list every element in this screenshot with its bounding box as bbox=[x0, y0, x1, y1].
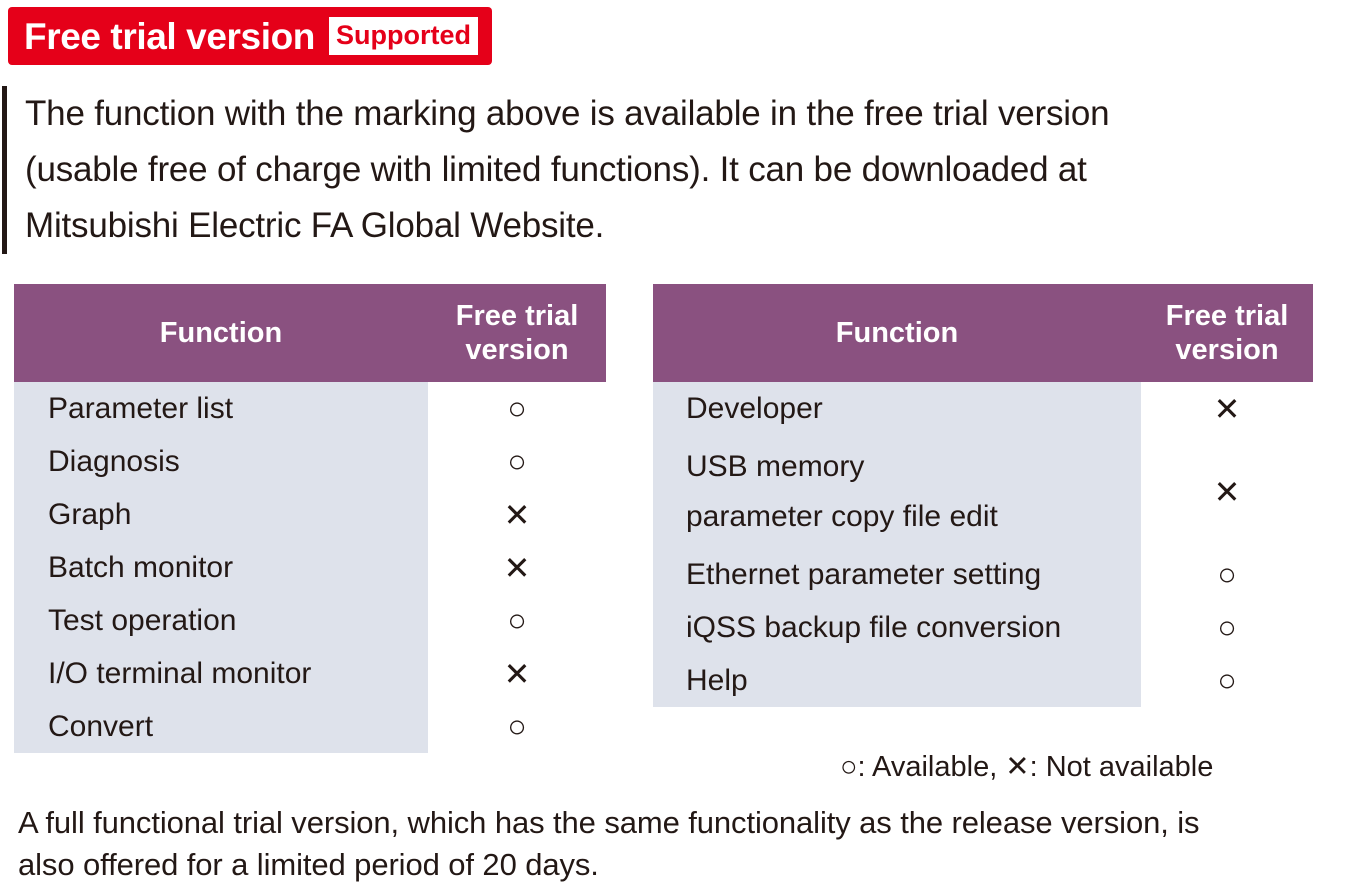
row-availability-mark: ○ bbox=[1141, 654, 1313, 707]
row-availability-mark: ✕ bbox=[1141, 435, 1313, 548]
table-row: Parameter list ○ bbox=[14, 382, 606, 435]
table-row: Test operation ○ bbox=[14, 594, 606, 647]
table-row: Diagnosis ○ bbox=[14, 435, 606, 488]
row-label: Developer bbox=[653, 382, 1141, 435]
table-left-header-row: Function Free trial version bbox=[14, 284, 606, 382]
column-header-free-trial-version: Free trial version bbox=[1141, 284, 1313, 382]
table-row: USB memory parameter copy file edit ✕ bbox=[653, 435, 1313, 548]
table-right-header: Function Free trial version bbox=[653, 284, 1313, 382]
row-availability-mark: ✕ bbox=[428, 488, 606, 541]
row-label: I/O terminal monitor bbox=[14, 647, 428, 700]
table-row: Developer ✕ bbox=[653, 382, 1313, 435]
table-row: Batch monitor ✕ bbox=[14, 541, 606, 594]
row-availability-mark: ○ bbox=[428, 594, 606, 647]
intro-paragraph: The function with the marking above is a… bbox=[25, 94, 1110, 245]
row-label: Graph bbox=[14, 488, 428, 541]
intro-callout: The function with the marking above is a… bbox=[2, 86, 1362, 254]
table-row: I/O terminal monitor ✕ bbox=[14, 647, 606, 700]
table-left-body: Parameter list ○ Diagnosis ○ Graph ✕ Bat… bbox=[14, 382, 606, 753]
table-right-header-row: Function Free trial version bbox=[653, 284, 1313, 382]
table-row: Help ○ bbox=[653, 654, 1313, 707]
row-label: Convert bbox=[14, 700, 428, 753]
row-label: USB memory parameter copy file edit bbox=[653, 435, 1141, 548]
column-header-free-trial-version: Free trial version bbox=[428, 284, 606, 382]
table-row: Graph ✕ bbox=[14, 488, 606, 541]
row-availability-mark: ✕ bbox=[1141, 382, 1313, 435]
row-availability-mark: ○ bbox=[428, 435, 606, 488]
row-label: Test operation bbox=[14, 594, 428, 647]
row-label: Parameter list bbox=[14, 382, 428, 435]
row-label: Help bbox=[653, 654, 1141, 707]
badge-supported-chip: Supported bbox=[329, 17, 478, 55]
row-availability-mark: ○ bbox=[1141, 601, 1313, 654]
badge-title: Free trial version bbox=[24, 15, 315, 57]
row-label: Batch monitor bbox=[14, 541, 428, 594]
free-trial-table-left: Function Free trial version Parameter li… bbox=[14, 284, 606, 753]
row-label-line2: parameter copy file edit bbox=[686, 499, 998, 533]
column-header-line1: Free trial bbox=[1165, 300, 1289, 332]
column-header-line2: version bbox=[465, 334, 569, 366]
table-left-header: Function Free trial version bbox=[14, 284, 606, 382]
row-label: iQSS backup file conversion bbox=[653, 601, 1141, 654]
table-row: Ethernet parameter setting ○ bbox=[653, 548, 1313, 601]
column-header-line1: Free trial bbox=[455, 300, 579, 332]
availability-legend: ○: Available, ✕: Not available bbox=[840, 751, 1214, 783]
row-availability-mark: ○ bbox=[428, 382, 606, 435]
free-trial-badge: Free trial version Supported bbox=[8, 7, 492, 65]
column-header-line2: version bbox=[1175, 334, 1279, 366]
footnote-paragraph: A full functional trial version, which h… bbox=[18, 805, 1200, 882]
row-availability-mark: ○ bbox=[1141, 548, 1313, 601]
table-right-body: Developer ✕ USB memory parameter copy fi… bbox=[653, 382, 1313, 707]
column-header-function: Function bbox=[653, 284, 1141, 382]
row-availability-mark: ✕ bbox=[428, 541, 606, 594]
table-row: iQSS backup file conversion ○ bbox=[653, 601, 1313, 654]
row-availability-mark: ○ bbox=[428, 700, 606, 753]
row-availability-mark: ✕ bbox=[428, 647, 606, 700]
free-trial-table-right: Function Free trial version Developer ✕ … bbox=[653, 284, 1313, 707]
column-header-function: Function bbox=[14, 284, 428, 382]
row-label-line1: USB memory bbox=[686, 449, 865, 483]
row-label: Diagnosis bbox=[14, 435, 428, 488]
table-row: Convert ○ bbox=[14, 700, 606, 753]
row-label: Ethernet parameter setting bbox=[653, 548, 1141, 601]
